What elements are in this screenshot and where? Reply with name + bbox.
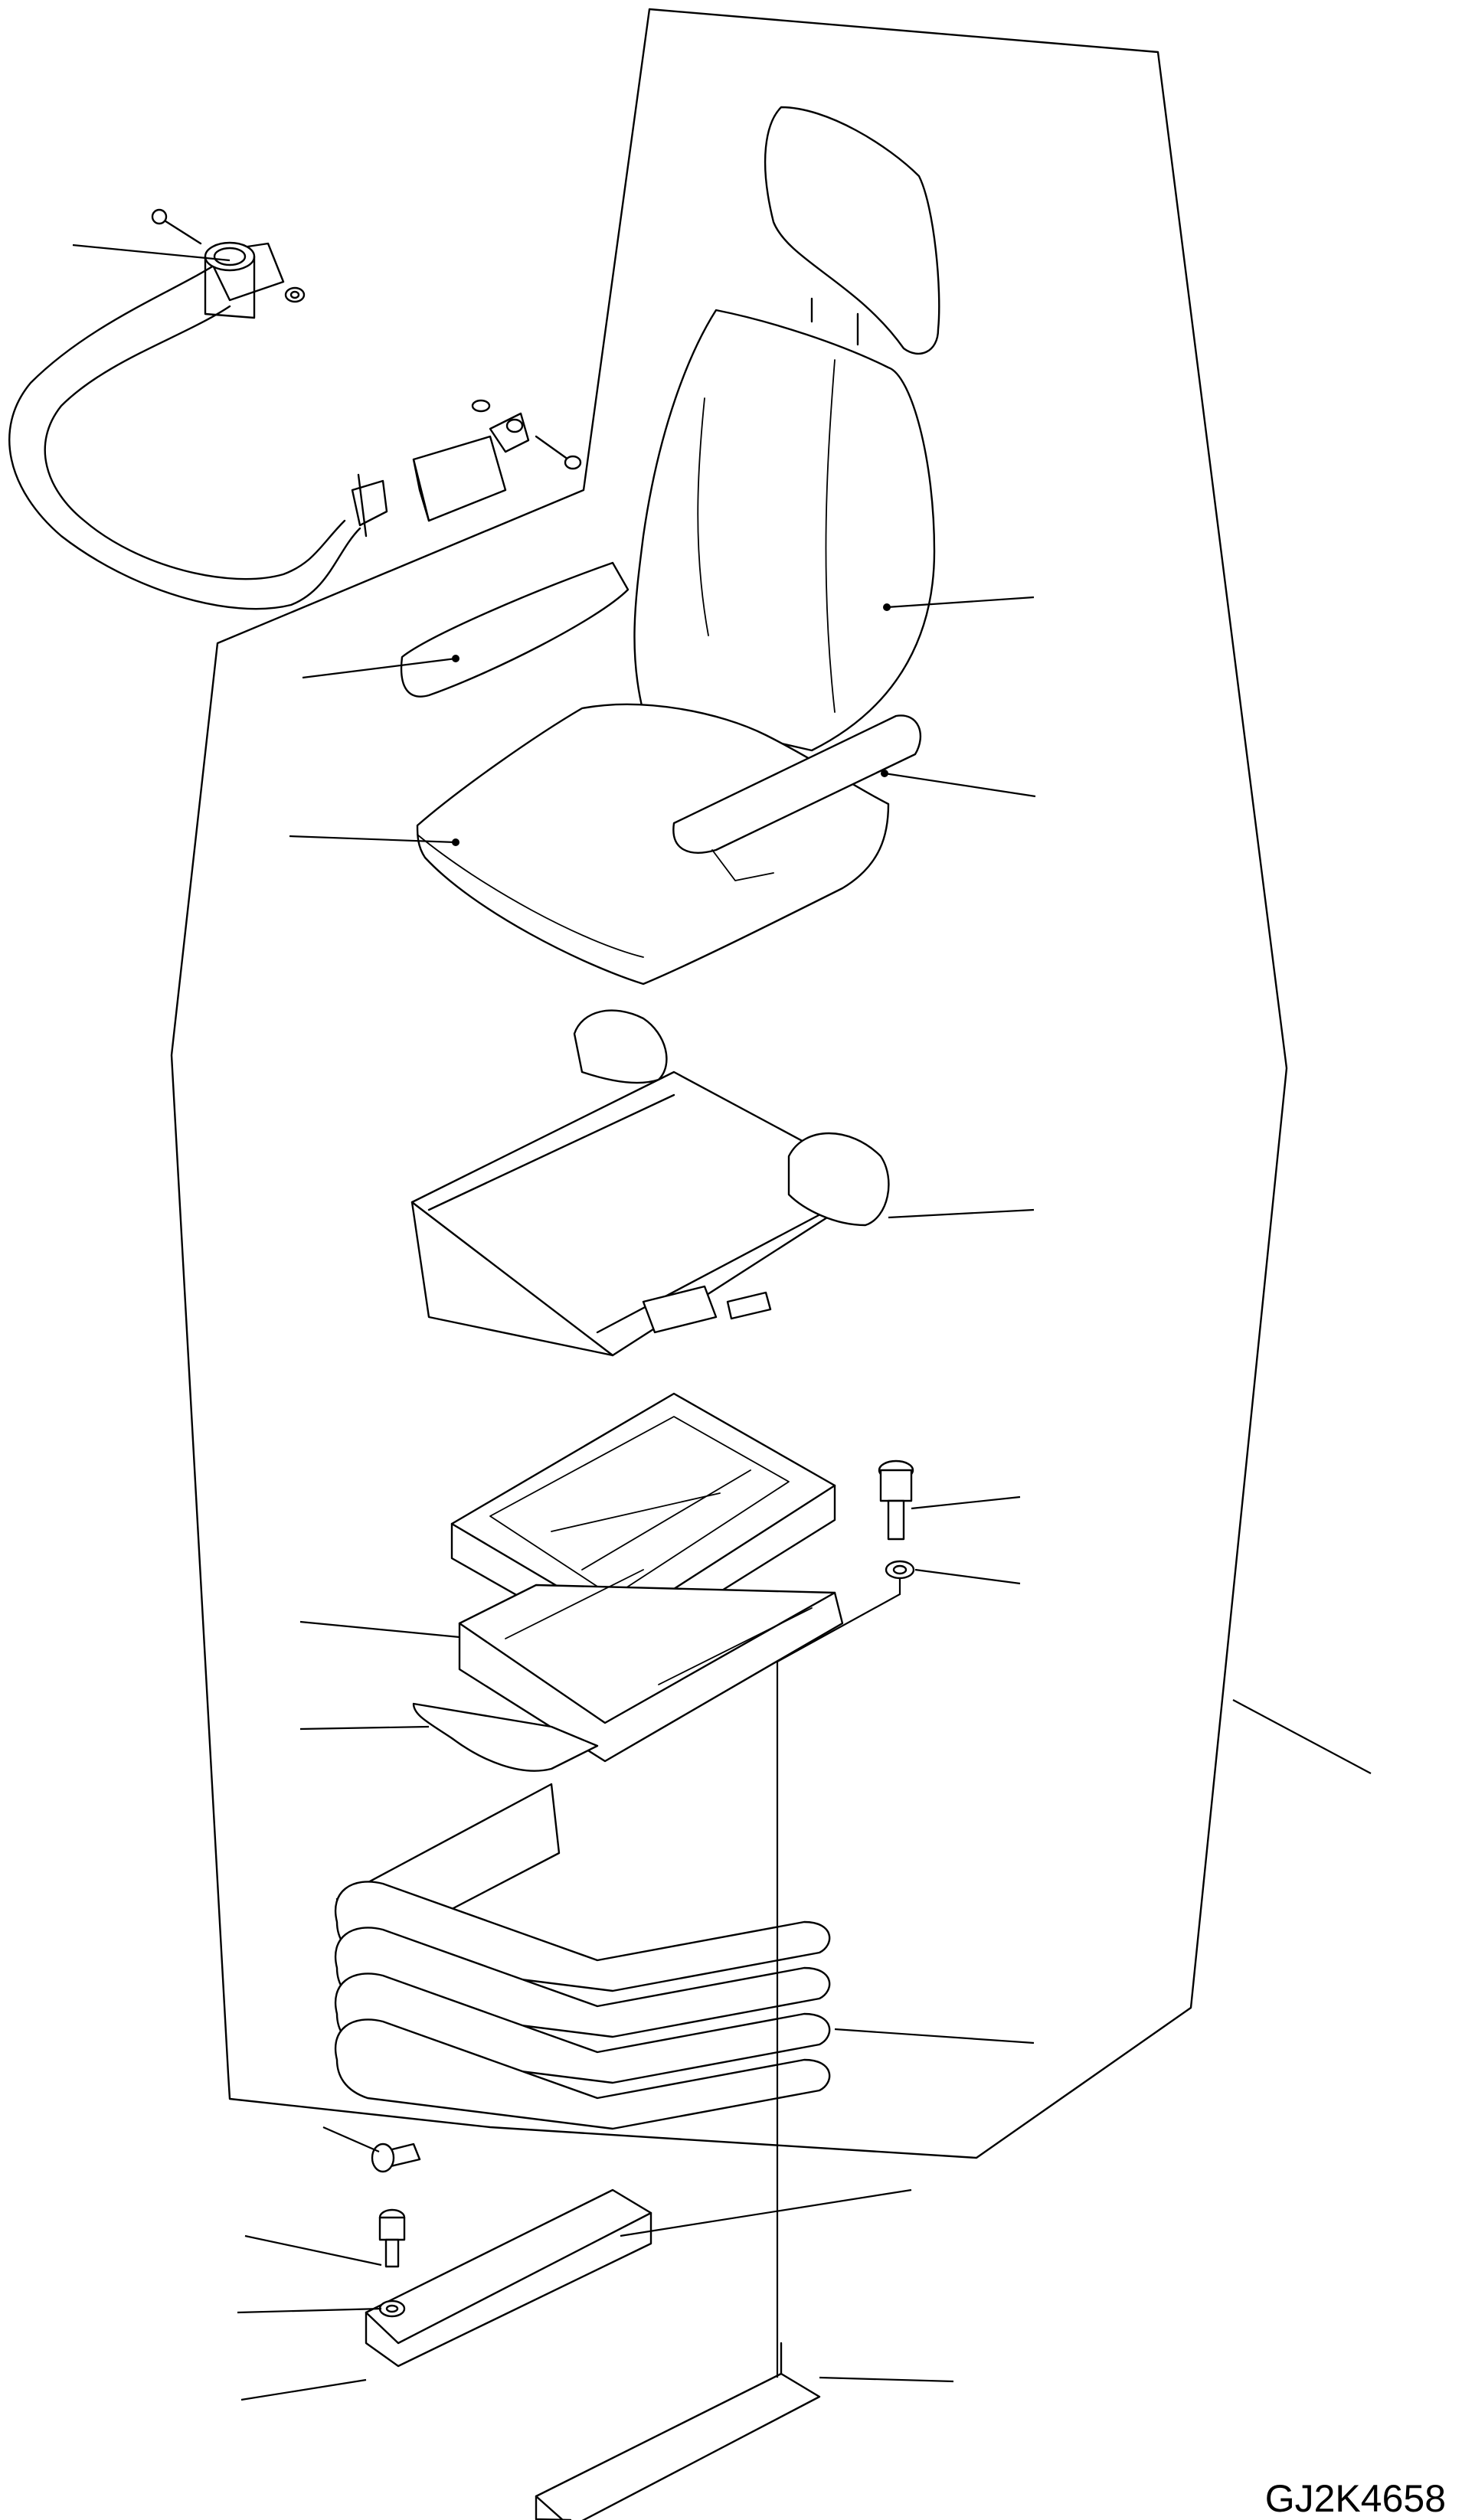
assembly-boundary bbox=[170, 8, 1288, 2159]
bolt-lower-icon bbox=[378, 2208, 406, 2268]
rail-icon bbox=[365, 2188, 652, 2368]
seat-cushion-icon bbox=[416, 703, 890, 985]
seat-back-icon bbox=[633, 309, 936, 752]
leader-lines bbox=[72, 244, 1372, 2401]
seat-belt-icon bbox=[8, 208, 388, 610]
figure-id-label: GJ2K4658 bbox=[1265, 2477, 1446, 2520]
armrest-right-icon bbox=[672, 714, 922, 881]
armrest-left-icon bbox=[400, 561, 630, 698]
washer-icon bbox=[885, 1560, 915, 1580]
slide-rail-frame-icon bbox=[410, 1009, 890, 1357]
lever-icon bbox=[412, 1702, 599, 1772]
washer-lower-icon bbox=[378, 2299, 406, 2318]
buckle-icon bbox=[412, 399, 582, 522]
headrest-icon bbox=[764, 106, 940, 355]
knob-icon bbox=[371, 2142, 421, 2173]
bolt-icon bbox=[878, 1459, 914, 1541]
bellows-cover-icon bbox=[335, 1783, 831, 2130]
suspension-base-icon bbox=[458, 1569, 844, 1763]
